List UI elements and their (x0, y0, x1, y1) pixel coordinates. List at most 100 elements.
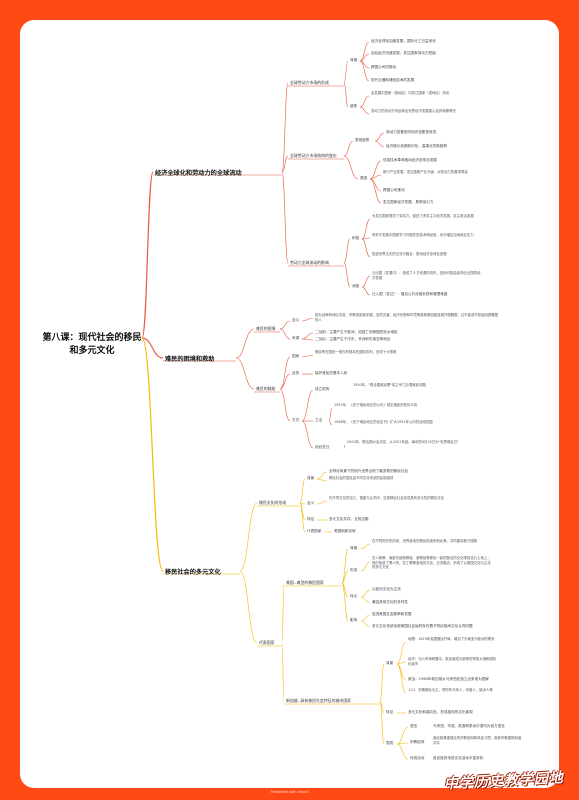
connector-line (235, 357, 255, 390)
topic-labor-structure-change[interactable]: 全球劳动力市场结构的变化 (290, 153, 337, 158)
connector-line (235, 328, 255, 359)
leaf-item: 多元文化传统也使美国社会始终存在着不同民族间文化认同问题 (372, 624, 473, 628)
connector-line (301, 389, 314, 422)
leaf-item: 劳动力密集型向知识密集型转变 (386, 130, 437, 134)
label-organization[interactable]: 成立机构 (315, 387, 330, 391)
connector-line (379, 700, 385, 714)
branch-economic-globalization[interactable]: 经济全球化和劳动力的全球流动 (155, 170, 242, 177)
connector-line (341, 570, 349, 584)
connector-line (343, 262, 351, 288)
label-trend[interactable]: 表现趋势 (355, 138, 370, 142)
connector-line (301, 332, 314, 340)
root-topic[interactable]: 第八课：现代社会的移民和多元文化 (42, 333, 142, 356)
connector-line (361, 218, 371, 240)
connector-line (396, 742, 409, 745)
branch-refugees[interactable]: 难民的困境和救助 (165, 356, 215, 363)
connector-line (328, 407, 333, 422)
leaf-item: 多元文化和谐共处，形成独特的文化景观 (408, 710, 473, 714)
leaf-item: 以欧洲文化为主流 (372, 587, 401, 591)
label-traits[interactable]: 特点 (350, 594, 358, 598)
leaf-item: 1950年，"联合国难民署"成立专门办理难民问题 (353, 383, 426, 387)
leaf-item: 兼容其他文化的多样性 (372, 600, 408, 604)
leaf-item: 发达国家经济发展，具有吸引力 (383, 200, 434, 204)
connector-line (359, 95, 370, 108)
label-religion[interactable]: 宗教信仰 (410, 740, 425, 744)
topic-singapore[interactable]: 新加坡--具有移民社会特征的城市国家 (286, 698, 352, 703)
label-purpose[interactable]: 目的 (292, 371, 300, 375)
connector-line (360, 620, 371, 628)
label-background[interactable]: 背景 (307, 476, 315, 480)
connector-line (343, 140, 354, 157)
topic-immigrant-culture-formation[interactable]: 移民文化的形成 (259, 500, 287, 505)
label-positive[interactable]: 积极 (352, 236, 360, 240)
label-influence[interactable]: 影响 (350, 618, 358, 622)
leaf-item: 地理：1819年英国殖民开埠，增加了东南亚与欧洲的联系 (408, 637, 495, 641)
connector-line (396, 661, 407, 665)
leaf-item: 因为战争和地区冲突、宗教或部族矛盾、自然灾害、经济形势和环境等各种原因被迫离开原… (315, 313, 499, 322)
label-tradition[interactable]: 传统活动 (410, 756, 425, 760)
connector-line (279, 356, 291, 390)
leaf-item: 难民所在国担一般仅有基本的国际权利，处境十分艰难 (315, 350, 397, 354)
label-background[interactable]: 背景 (386, 661, 394, 665)
connector-line (361, 275, 371, 288)
leaf-item: 多元文化共存，互相交融 (329, 517, 369, 521)
connector-line (343, 60, 349, 84)
label-country[interactable]: 国家 (292, 354, 300, 358)
leaf-item: 促进美国社会繁荣和发展 (372, 612, 412, 616)
connector-line (141, 337, 164, 359)
label-formation[interactable]: 形成 (350, 568, 358, 572)
topic-usa[interactable]: 美国--典型的移民国家 (286, 580, 324, 585)
label-cause[interactable]: 原因 (360, 176, 368, 180)
label-legislation[interactable]: 立法 (315, 418, 323, 422)
connector-line (359, 60, 370, 82)
label-negative[interactable]: 消极 (352, 284, 360, 288)
leaf-item: 战后经济迅速发展，发达国家劳动力短缺 (371, 51, 436, 55)
leaf-item: 二战前：主要产生于欧洲，如逃亡到美国的犹太难民 (315, 330, 398, 334)
connector-line (343, 82, 349, 108)
label-representative[interactable]: 代表国家 (307, 529, 322, 533)
label-memorial-day[interactable]: 设纪念日 (315, 445, 330, 449)
label-language[interactable]: 语言 (410, 724, 418, 728)
label-feature[interactable]: 特征 (386, 710, 394, 714)
mind-map-connectors (141, 41, 409, 760)
connector-line (379, 663, 385, 702)
connector-line (359, 53, 370, 62)
connector-line (341, 548, 349, 584)
label-feature[interactable]: 特征 (307, 517, 315, 521)
leaf-item: 劳动力的流动方向反映出世界经济发展重心及其转移情况 (371, 109, 456, 113)
leaf-item: 在不同的历史阶段，世界各地的移民陆续来到北美，共同建设新兴国家 (372, 539, 478, 543)
leaf-item: 迁出国（发展中）：造成了人才资源的流失，进而可能会影响迁出国的经济发展 (372, 271, 481, 280)
connector-line (396, 663, 407, 694)
connector-line (369, 160, 382, 180)
label-manifestation[interactable]: 表现 (386, 741, 394, 745)
topic-labor-flow-impact[interactable]: 劳动力全球流动的影响 (290, 260, 329, 265)
leaf-item: 各民族尊重彼此的宗教信仰和风俗习惯，各种宗教建筑和谐共存 (433, 736, 522, 745)
label-method[interactable]: 方式 (292, 418, 300, 422)
label-background[interactable]: 背景 (350, 546, 358, 550)
label-source[interactable]: 来源 (292, 336, 300, 340)
connector-line (281, 155, 289, 173)
connector-line (359, 106, 370, 115)
label-definition[interactable]: 含义 (292, 318, 300, 322)
topic-refugee-aid[interactable]: 难民的救助 (256, 386, 276, 391)
label-definition[interactable]: 含义 (307, 501, 315, 505)
leaf-item: 全球化背景下的现代世界出现了最多数的移民社会 (329, 469, 409, 473)
topic-refugee-plight[interactable]: 难民的困境 (256, 326, 276, 331)
leaf-item: 跨国公司的推动 (371, 65, 397, 69)
connector-line (141, 337, 164, 572)
branch-multiculture[interactable]: 移民社会的多元文化 (165, 569, 221, 576)
connector-line (281, 642, 285, 702)
leaf-item: 信息技术革命推动经济全球化发展 (383, 158, 437, 162)
connector-line (301, 338, 314, 341)
connector-line (281, 582, 285, 644)
leaf-item: 新兴产业发展，发达国家产业升级，对劳动力的要求提高 (383, 170, 468, 174)
label-trend[interactable]: 趋势 (350, 104, 358, 108)
connector-line (374, 140, 385, 148)
topic-representative-countries[interactable]: 代表国家 (259, 640, 275, 645)
topic-labor-market-formation[interactable]: 全球劳动力市场的形成 (290, 80, 329, 85)
connector-line (141, 171, 154, 339)
label-background[interactable]: 背景 (350, 58, 358, 62)
connector-line (239, 570, 258, 644)
leaf-item: 为发达国家提供了劳动力，促进了资本主义经济发展，民主政治发展 (372, 214, 474, 218)
connector-line (239, 502, 258, 572)
